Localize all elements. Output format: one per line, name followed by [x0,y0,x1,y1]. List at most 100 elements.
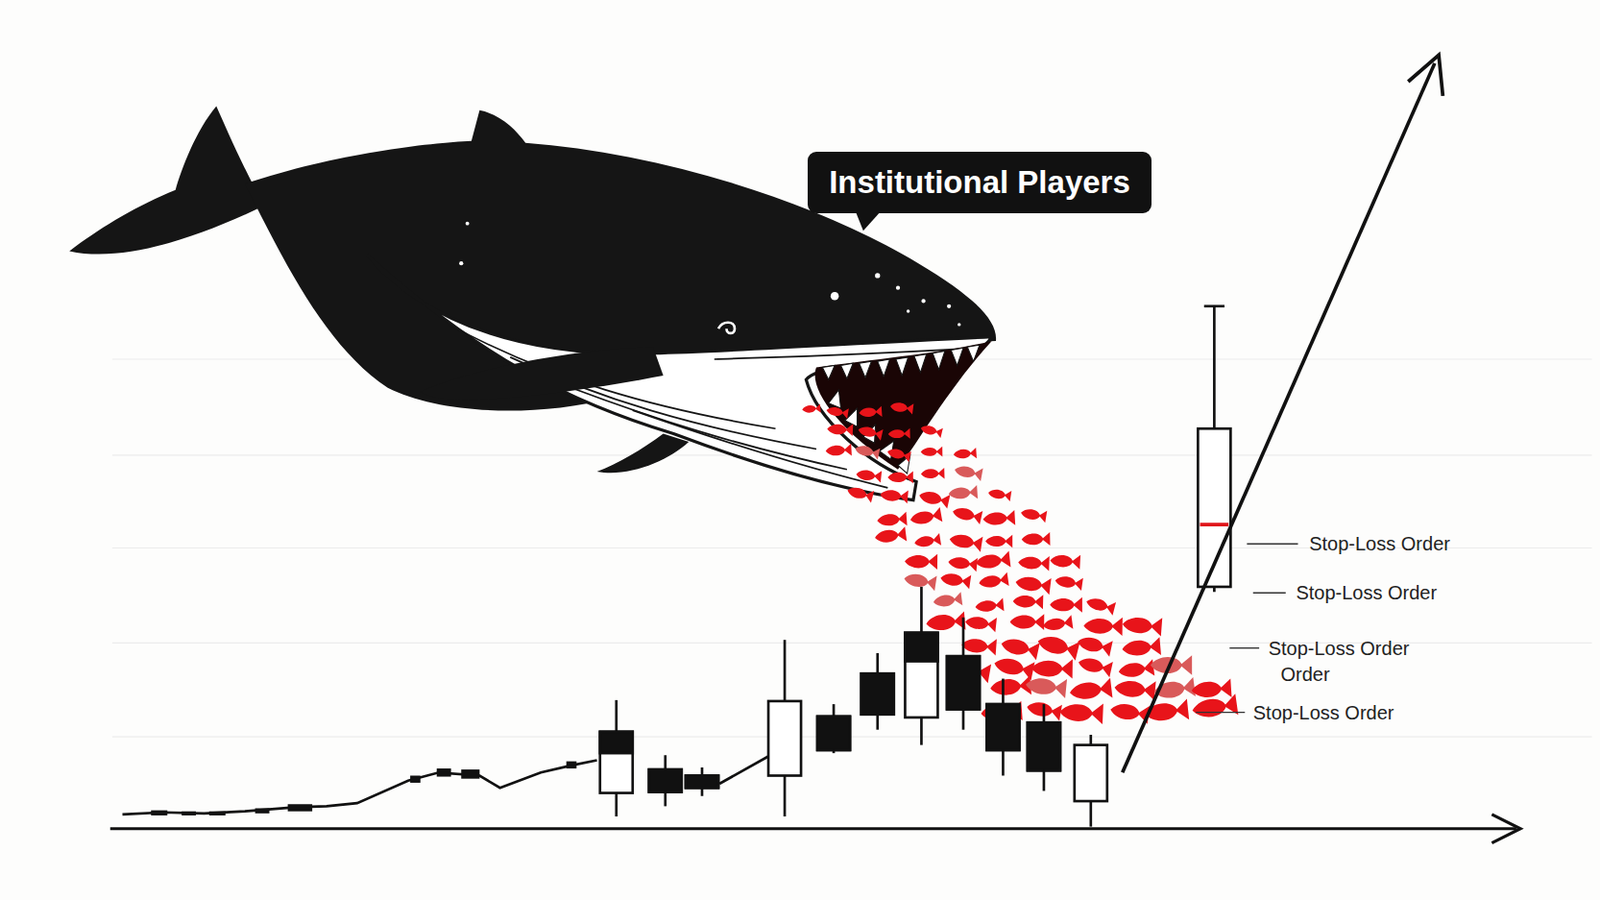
speech-bubble: Institutional Players [807,151,1152,214]
fish [1190,678,1232,701]
order-label: Stop-Loss Order [1268,636,1410,660]
whale-spots [459,221,961,327]
fish [939,570,971,589]
fish [952,447,977,461]
fish [913,533,942,550]
candle [946,617,980,730]
fish [824,443,851,458]
fish [982,509,1016,528]
fish [889,400,914,414]
fish [1076,654,1114,678]
fish [925,611,967,633]
grid-lines [112,359,1593,737]
fish [888,428,911,440]
candle [1027,703,1061,791]
fish [974,597,1005,614]
fish [1049,553,1081,570]
order-label: Stop-Loss Order [1309,532,1451,556]
candle [904,586,938,746]
candle [600,700,633,817]
whale-tail [69,106,267,255]
fish [879,487,909,504]
fish [1024,675,1067,699]
fish [992,654,1035,680]
candle [817,703,850,753]
fish [887,471,914,485]
order-label: Stop-Loss Order [1253,701,1395,725]
fish [1019,507,1047,524]
fish [987,486,1012,502]
fish [921,467,946,480]
fish [902,571,937,592]
fish [858,406,882,419]
whale-mouth [815,340,993,470]
candle [861,653,895,730]
candle [1197,306,1231,593]
fish [918,487,951,509]
fish [826,422,853,437]
fish [846,484,874,503]
fish [1042,614,1073,632]
fish-swarm [801,400,1238,725]
bubble-tail [854,210,882,231]
fish [974,551,1011,572]
whale-belly [367,255,993,501]
candle [1074,734,1108,827]
fish [856,423,883,440]
fish [1010,613,1045,631]
order-label: Order [1280,662,1330,686]
fish [977,572,1009,591]
fish [876,511,908,529]
whale-eye [718,322,735,334]
fish [1068,678,1114,704]
fish [855,467,882,483]
fish [964,614,997,633]
price-ticks [150,761,577,816]
fish [953,462,984,482]
whale-small-fin [597,434,690,474]
fish [921,446,944,458]
fish [853,442,880,460]
fish [1031,658,1073,679]
candlesticks [600,306,1232,827]
whale-teeth [822,344,980,474]
fish [1059,702,1104,725]
candle [986,678,1019,776]
fish [1054,574,1084,591]
fish [1117,658,1155,680]
fish [1018,555,1050,572]
fish [989,675,1032,698]
candle [685,767,719,797]
fish [961,636,997,656]
fish [951,504,984,525]
fish [1035,631,1080,661]
fish [1049,597,1083,613]
fish [920,422,944,438]
fish [904,553,938,570]
candle [649,754,682,806]
fish [1121,614,1163,636]
fish [1114,678,1157,702]
fish [999,634,1041,660]
fish [1083,616,1123,636]
fish [1190,693,1238,722]
trend-arrow [1122,54,1444,773]
fish [947,555,978,572]
whale-fin [420,346,664,400]
candle [768,639,801,817]
order-label: Stop-Loss Order [1295,581,1437,605]
fish [825,405,849,419]
fish [985,534,1013,548]
leader-lines [1195,543,1298,712]
time-axis [110,814,1521,844]
fish [873,526,907,545]
fish [1021,532,1051,547]
fish [1121,636,1162,658]
fish [1085,594,1117,615]
fish [932,591,963,609]
fish [886,446,912,463]
fish [947,484,978,501]
